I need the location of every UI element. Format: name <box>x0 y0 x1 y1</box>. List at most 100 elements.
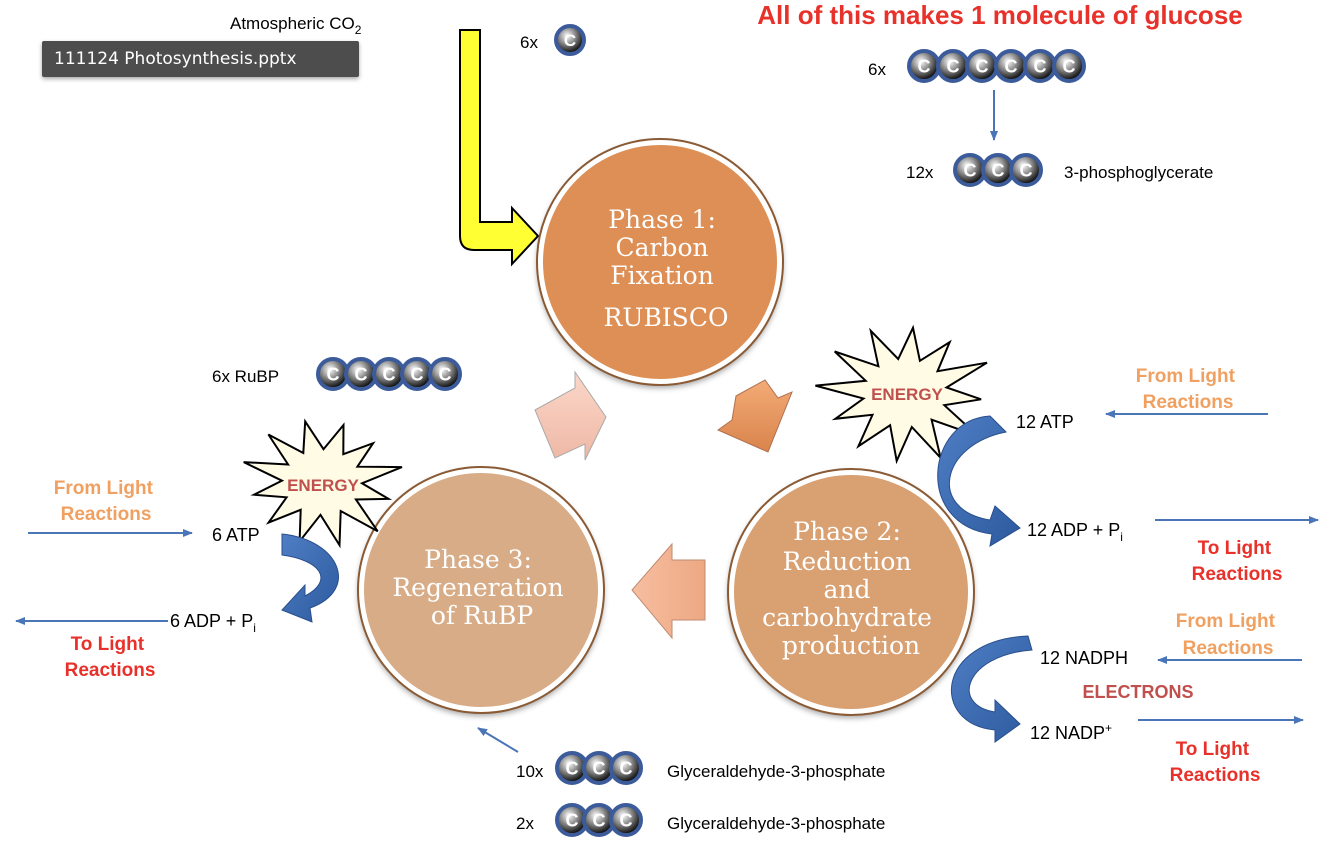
carbon-atom-icon: C <box>1009 153 1043 187</box>
svg-text:C: C <box>1005 56 1018 76</box>
cycle-arrow-phase3-to-phase1 <box>534 370 607 461</box>
svg-text:C: C <box>620 810 633 830</box>
hexose-count: 6x <box>868 60 886 79</box>
carbon-atom-icon: C <box>907 49 941 83</box>
svg-text:C: C <box>593 810 606 830</box>
phase-2-line-1: Phase 2: <box>793 517 901 546</box>
phase-3-line-2: Regeneration <box>392 573 563 602</box>
energy-starburst-left: ENERGY <box>243 418 403 549</box>
electrons-label: ELECTRONS <box>1082 682 1193 702</box>
phase-2-line-3: and <box>824 575 871 604</box>
phase-1-line-2: Carbon <box>615 233 708 262</box>
svg-text:C: C <box>439 364 452 384</box>
svg-text:C: C <box>566 758 579 778</box>
carbon-atom-icon: C <box>372 357 406 391</box>
carbon-atom-icon: C <box>609 803 643 837</box>
carbon-atom-icon: C <box>554 24 586 56</box>
rubp-count: 6x RuBP <box>212 367 279 386</box>
slide-title: All of this makes 1 molecule of glucose <box>757 0 1242 30</box>
svg-text:C: C <box>327 364 340 384</box>
pga-count: 12x <box>906 163 934 182</box>
file-name-tab[interactable]: 111124 Photosynthesis.pptx <box>42 41 359 77</box>
nadph-conversion-curve <box>950 635 1033 743</box>
phase-3-line-1: Phase 3: <box>424 545 532 574</box>
phase-2-line-5: production <box>782 631 920 660</box>
carbon-atom-icon: C <box>609 751 643 785</box>
adp-left-label: 6 ADP + Pi <box>170 611 256 635</box>
svg-text:C: C <box>355 364 368 384</box>
phase-2-line-4: carbohydrate <box>762 603 932 632</box>
carbon-atom-icon: C <box>936 49 970 83</box>
carbon-atom-icon: C <box>1023 49 1057 83</box>
g3p-recycle-label: Glyceraldehyde-3-phosphate <box>667 762 885 781</box>
co2-carbon-chain: C <box>554 24 586 56</box>
svg-text:Phase 1: Carbon Fi: Phase 1: Carbon Fixation RUBISCO <box>604 205 729 332</box>
svg-text:C: C <box>947 56 960 76</box>
svg-text:C: C <box>1034 56 1047 76</box>
svg-text:C: C <box>976 56 989 76</box>
cycle-arrow-phase2-to-phase3 <box>631 542 706 640</box>
g3p-out-label: Glyceraldehyde-3-phosphate <box>667 814 885 833</box>
carbon-atom-icon: C <box>582 803 616 837</box>
from-light-right-bottom: From Light Reactions <box>1176 611 1280 659</box>
adp-right-label: 12 ADP + Pi <box>1027 520 1123 544</box>
phase-1-enzyme: RUBISCO <box>604 303 729 332</box>
carbon-atom-icon: C <box>994 49 1028 83</box>
svg-text:C: C <box>1063 56 1076 76</box>
carbon-atom-icon: C <box>965 49 999 83</box>
cycle-arrow-phase1-to-phase2 <box>716 379 793 453</box>
to-light-left: To Light Reactions <box>65 634 156 681</box>
svg-text:C: C <box>1020 160 1033 180</box>
carbon-atom-icon: C <box>555 751 589 785</box>
phase-3-circle: Phase 3: Regeneration of RuBP <box>357 466 605 714</box>
g3p-to-phase3-arrow <box>477 727 519 753</box>
to-light-right-bottom: To Light Reactions <box>1170 739 1261 786</box>
g3p-recycle-count: 10x <box>516 762 544 781</box>
nadph-label: 12 NADPH <box>1040 648 1128 668</box>
carbon-atom-icon: C <box>981 153 1015 187</box>
carbon-atom-icon: C <box>1052 49 1086 83</box>
from-light-right-top: From Light Reactions <box>1136 366 1240 413</box>
atp-conversion-curve-left <box>281 533 339 623</box>
phase-1-circle: Phase 1: Carbon Fixation RUBISCO <box>536 138 784 386</box>
svg-text:C: C <box>964 160 977 180</box>
co2-count: 6x <box>520 33 538 52</box>
svg-text:C: C <box>383 364 396 384</box>
pga-label: 3-phosphoglycerate <box>1064 163 1213 182</box>
svg-text:ENERGY: ENERGY <box>871 385 943 404</box>
carbon-atom-icon: C <box>428 357 462 391</box>
svg-text:Phase 2: Reduction: Phase 2: Reduction and carbohydrate prod… <box>762 517 940 660</box>
phase-2-circle: Phase 2: Reduction and carbohydrate prod… <box>727 468 975 716</box>
from-light-left: From Light Reactions <box>54 478 158 525</box>
phase-1-line-3: Fixation <box>610 261 714 290</box>
carbon-atom-icon: C <box>316 357 350 391</box>
svg-text:C: C <box>992 160 1005 180</box>
svg-text:C: C <box>566 810 579 830</box>
atp-left-label: 6 ATP <box>212 525 260 545</box>
co2-input-arrow <box>459 29 540 267</box>
svg-text:ENERGY: ENERGY <box>287 476 359 495</box>
carbon-atom-icon: C <box>400 357 434 391</box>
atp-right-label: 12 ATP <box>1016 412 1074 432</box>
phase-1-line-1: Phase 1: <box>608 205 716 234</box>
atmospheric-co2-label: Atmospheric CO2 <box>230 14 362 37</box>
svg-text:Phase 3: Regeneration: Phase 3: Regeneration of RuBP <box>392 545 571 630</box>
g3p-out-count: 2x <box>516 814 534 833</box>
svg-text:C: C <box>620 758 633 778</box>
svg-text:C: C <box>564 31 576 50</box>
svg-text:C: C <box>593 758 606 778</box>
atp-conversion-curve-right <box>937 415 1021 547</box>
to-light-right-top: To Light Reactions <box>1192 538 1283 585</box>
carbon-atom-icon: C <box>953 153 987 187</box>
nadp-label: 12 NADP+ <box>1030 721 1112 743</box>
phase-3-line-3: of RuBP <box>431 601 533 630</box>
carbon-atom-icon: C <box>344 357 378 391</box>
phase-2-line-2: Reduction <box>783 547 912 576</box>
